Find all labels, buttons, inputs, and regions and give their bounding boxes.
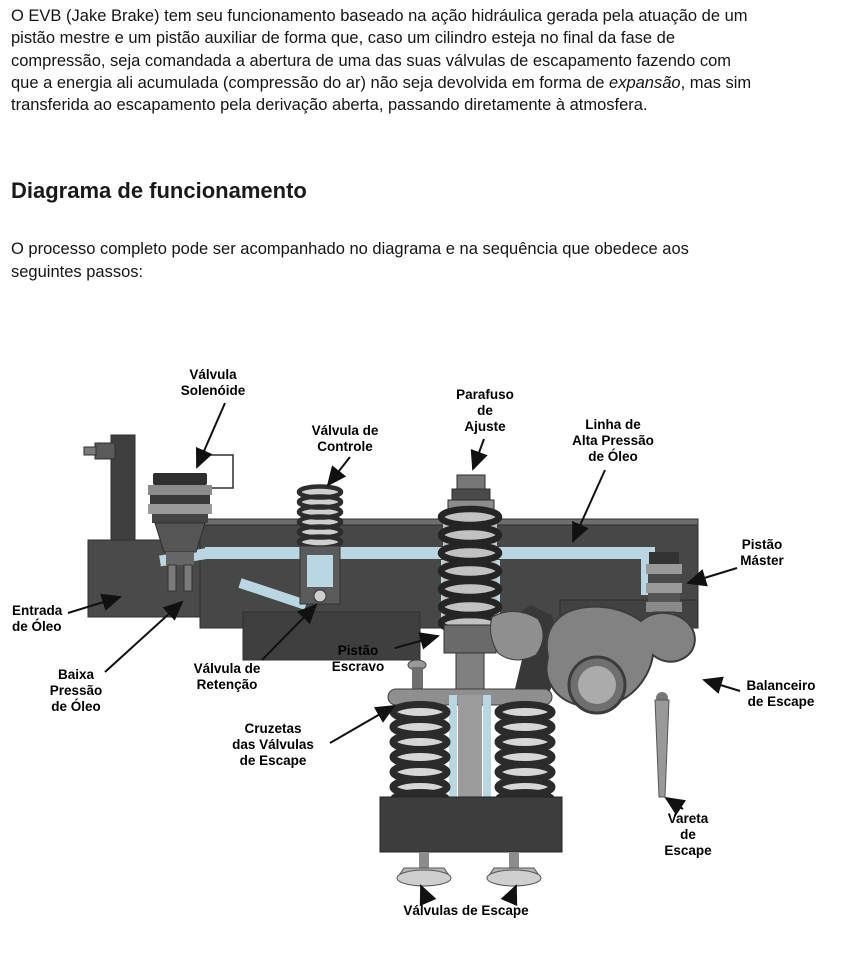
master-piston-graphic xyxy=(646,552,682,641)
label-vareta: Vareta de Escape xyxy=(664,811,712,858)
label-valvula-solenoide: Válvula Solenóide xyxy=(180,367,246,398)
adjusting-screw-graphic xyxy=(437,474,503,694)
rocker-arm-graphic xyxy=(490,605,696,715)
check-ball-graphic xyxy=(313,589,327,603)
page-title: Diagrama de funcionamento xyxy=(11,178,307,204)
label-pistao-master: Pistão Máster xyxy=(740,537,784,568)
document-page: O EVB (Jake Brake) tem seu funcionamento… xyxy=(0,0,855,283)
control-valve-graphic xyxy=(296,484,344,605)
label-pistao-escravo: Pistão Escravo xyxy=(331,643,385,674)
label-valvula-de-controle: Válvula de Controle xyxy=(311,423,379,454)
intro-text-1: O EVB (Jake Brake) tem seu funcionamento… xyxy=(11,7,748,92)
label-entrada-de-oleo: Entrada de Óleo xyxy=(12,603,63,634)
jake-brake-diagram: Válvula Solenóide Válvula de Controle Pa… xyxy=(0,355,855,959)
push-rod-graphic xyxy=(654,692,670,798)
solenoid-valve-graphic xyxy=(148,454,234,592)
label-parafuso-de-ajuste: Parafuso de Ajuste xyxy=(456,387,514,434)
exhaust-valve-assembly-graphic xyxy=(379,659,563,887)
intro-paragraph: O EVB (Jake Brake) tem seu funcionamento… xyxy=(11,5,844,116)
diagram-illustration xyxy=(67,402,741,907)
label-valvulas-de-escape: Válvulas de Escape xyxy=(403,903,529,918)
label-baixa-pressao: Baixa Pressão de Óleo xyxy=(49,667,103,714)
intro-text-italic: expansão xyxy=(609,73,681,92)
slave-piston-graphic xyxy=(443,624,497,654)
label-balanceiro: Balanceiro de Escape xyxy=(746,678,816,709)
process-paragraph: O processo completo pode ser acompanhado… xyxy=(11,240,689,281)
label-cruzetas: Cruzetas das Válvulas de Escape xyxy=(232,721,314,768)
intro-text-2: , mas sim transferida ao escapamento pel… xyxy=(11,73,752,115)
callout-arrows xyxy=(67,402,741,907)
label-linha-alta-pressao: Linha de Alta Pressão de Óleo xyxy=(572,417,654,464)
label-valvula-de-retencao: Válvula de Retenção xyxy=(193,661,261,692)
